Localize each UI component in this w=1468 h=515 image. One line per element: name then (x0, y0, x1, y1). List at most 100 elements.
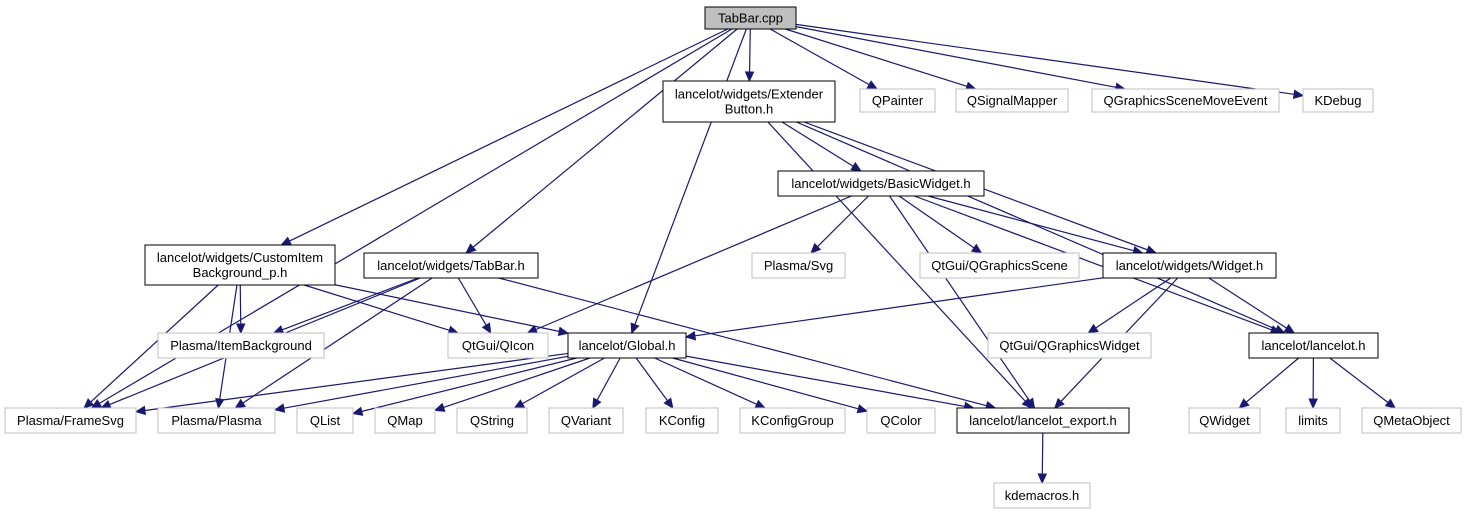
edge-line (785, 28, 968, 87)
node-box (548, 407, 624, 434)
node-tabbar_h[interactable]: lancelot/widgets/TabBar.h (363, 252, 539, 279)
node-qsignalmapper: QSignalMapper (955, 88, 1069, 113)
node-kdemacros_h: kdemacros.h (993, 482, 1091, 509)
edge-arrowhead (856, 404, 869, 414)
edge-arrowhead (280, 236, 292, 246)
node-box (567, 332, 687, 359)
node-kdebug: KDebug (1302, 88, 1374, 113)
node-box (919, 252, 1080, 279)
edge-line (767, 121, 1026, 402)
edge-customitembg_h-to-plasma_itembg (235, 284, 246, 335)
edge-arrowhead (630, 322, 640, 335)
node-qvariant: QVariant (548, 407, 624, 434)
edge-arrowhead (663, 397, 674, 409)
node-box (144, 244, 336, 286)
node-box (1361, 407, 1462, 434)
edge-tabbar_h-to-plasma_plasma (234, 277, 433, 409)
edge-arrowhead (1087, 323, 1099, 334)
node-qgraphicsscene: QtGui/QGraphicsScene (919, 252, 1080, 279)
edge-line (283, 355, 569, 409)
edge-arrowhead (1145, 245, 1158, 255)
node-label: TabBar.cpp (718, 11, 783, 26)
node-qpainter: QPainter (859, 88, 936, 113)
edge-line (498, 277, 987, 407)
edge-arrowhead (754, 399, 767, 409)
node-global_h[interactable]: lancelot/Global.h (567, 332, 687, 359)
node-label: Background_p.h (193, 265, 288, 280)
edge-tabbar_cpp-to-global_h (630, 28, 747, 335)
edge-arrowhead (1238, 398, 1250, 409)
node-label: QtGui/QIcon (462, 338, 534, 353)
nodes-layer: TabBar.cpp lancelot/widgets/ExtenderButto… (4, 6, 1462, 509)
node-customitembg_h[interactable]: lancelot/widgets/CustomItemBackground_p.… (144, 244, 336, 286)
edge-arrowhead (433, 402, 446, 412)
node-label: lancelot/widgets/BasicWidget.h (791, 176, 970, 191)
node-box (1091, 88, 1280, 113)
edge-tabbar_cpp-to-extender_button_h (744, 28, 755, 83)
edge-arrowhead (83, 398, 95, 409)
node-box (751, 252, 846, 279)
node-label: lancelot/widgets/Widget.h (1116, 258, 1263, 273)
edge-line (748, 28, 751, 73)
edge-arrowhead (273, 403, 286, 413)
node-label: lancelot/widgets/TabBar.h (377, 258, 524, 273)
node-basicwidget_h[interactable]: lancelot/widgets/BasicWidget.h (777, 170, 985, 197)
node-plasma_itembg: Plasma/ItemBackground (157, 332, 325, 359)
edge-arrowhead (810, 242, 822, 254)
edge-arrowhead (1308, 398, 1318, 410)
edge-line (443, 357, 591, 409)
edge-line (685, 355, 965, 407)
node-label: lancelot/lancelot_export.h (969, 413, 1116, 428)
edge-line (1095, 277, 1172, 329)
node-box (363, 252, 539, 279)
node-label: Plasma/FrameSvg (17, 413, 124, 428)
edge-arrowhead (1037, 473, 1048, 485)
node-lancelot_h[interactable]: lancelot/lancelot.h (1248, 332, 1379, 359)
edge-extender_button_h-to-basicwidget_h (781, 121, 862, 172)
node-label: Button.h (725, 102, 773, 117)
node-qlist: QList (296, 407, 354, 434)
edge-arrowhead (235, 323, 246, 335)
node-box (866, 407, 936, 434)
edge-line (672, 357, 859, 410)
edge-arrowhead (465, 243, 477, 254)
node-label: QMetaObject (1373, 413, 1450, 428)
node-tabbar_cpp[interactable]: TabBar.cpp (704, 6, 797, 30)
node-label: KDebug (1315, 93, 1362, 108)
node-label: QWidget (1199, 413, 1250, 428)
node-box (739, 407, 846, 434)
edge-global_h-to-kconfig (635, 357, 674, 409)
edge-lancelot_h-to-limits (1308, 357, 1318, 410)
node-label: Plasma/Svg (764, 258, 833, 273)
node-box (447, 332, 549, 359)
edge-global_h-to-plasma_plasma (273, 355, 569, 413)
node-box (374, 407, 436, 434)
node-box (955, 88, 1069, 113)
edge-arrowhead (684, 331, 697, 341)
node-box (1302, 88, 1374, 113)
node-box (645, 407, 719, 434)
edge-lancelot_export_h-to-kdemacros_h (1037, 432, 1048, 485)
node-label: QPainter (872, 93, 924, 108)
edge-line (927, 195, 1134, 252)
edge-arrowhead (744, 71, 755, 83)
edge-arrowhead (1283, 323, 1296, 334)
edge-line (795, 26, 1117, 88)
node-label: lancelot/widgets/CustomItem (157, 250, 323, 265)
edge-arrowhead (513, 399, 526, 409)
node-widget_h[interactable]: lancelot/widgets/Widget.h (1102, 252, 1277, 279)
edge-line (457, 277, 487, 326)
edge-arrowhead (1025, 397, 1036, 410)
edge-line (781, 121, 854, 167)
edge-line (472, 28, 738, 248)
edge-global_h-to-qvariant (592, 357, 621, 410)
edge-tabbar_cpp-to-kdebug (795, 23, 1305, 99)
node-label: QColor (880, 413, 922, 428)
node-lancelot_export_h[interactable]: lancelot/lancelot_export.h (956, 407, 1130, 434)
edge-line (1329, 357, 1389, 404)
node-box (456, 407, 528, 434)
edge-basicwidget_h-to-qgraphicsscene (898, 195, 983, 254)
edge-arrowhead (1384, 398, 1397, 409)
edge-arrowhead (351, 406, 364, 416)
